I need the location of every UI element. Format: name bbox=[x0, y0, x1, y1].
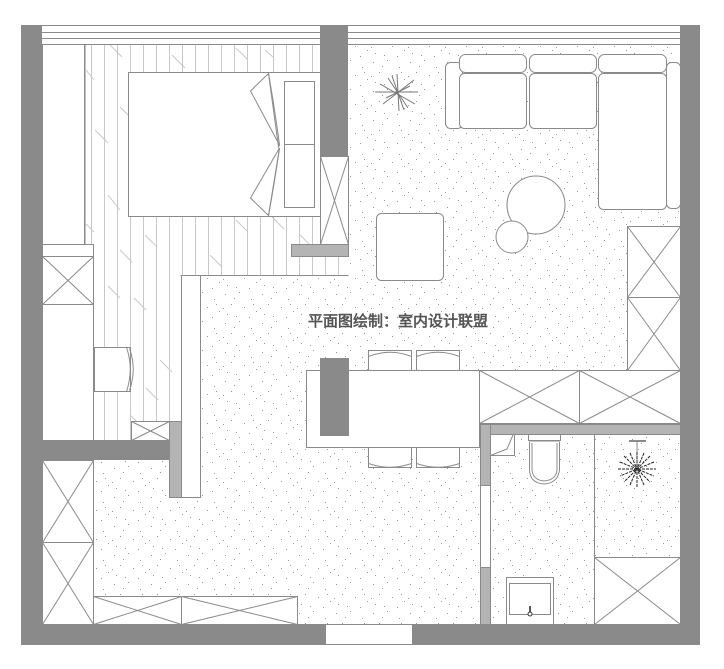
dining-area bbox=[306, 350, 480, 468]
desk-chair bbox=[94, 347, 134, 392]
window-top bbox=[42, 25, 680, 45]
sink bbox=[506, 577, 554, 625]
l-shaped-sofa bbox=[445, 54, 681, 210]
bedroom bbox=[42, 44, 349, 441]
bathroom bbox=[490, 434, 681, 625]
bedroom-door-cabinet bbox=[320, 156, 349, 245]
living-room bbox=[376, 54, 681, 424]
partitions bbox=[169, 244, 681, 625]
entry-cabinets bbox=[42, 460, 298, 625]
small-cabinet bbox=[131, 421, 170, 441]
cabinet-left bbox=[42, 244, 94, 257]
toilet bbox=[528, 434, 561, 485]
ottoman bbox=[376, 213, 444, 281]
pillows bbox=[249, 72, 281, 217]
wall-cabinet bbox=[42, 304, 94, 441]
bedroom-wall-outline bbox=[84, 44, 86, 245]
side-table bbox=[495, 220, 529, 254]
bathroom-door[interactable] bbox=[480, 485, 491, 568]
tall-cabinet-right bbox=[627, 226, 681, 371]
entrance-door[interactable] bbox=[326, 625, 412, 644]
wardrobe-left bbox=[42, 44, 85, 245]
bath-cabinet bbox=[594, 557, 681, 625]
round-coffee-table bbox=[506, 175, 566, 235]
drawing-title: 平面图绘制：室内设计联盟 bbox=[308, 312, 489, 330]
column bbox=[320, 358, 349, 436]
tv-wall bbox=[181, 275, 201, 498]
kitchen-cabinets bbox=[479, 370, 681, 424]
cabinet-left-box bbox=[42, 256, 94, 305]
plant-icon bbox=[375, 73, 418, 112]
corner-shelf bbox=[490, 434, 515, 456]
nightstand bbox=[284, 81, 315, 208]
shower-icon bbox=[618, 440, 656, 488]
